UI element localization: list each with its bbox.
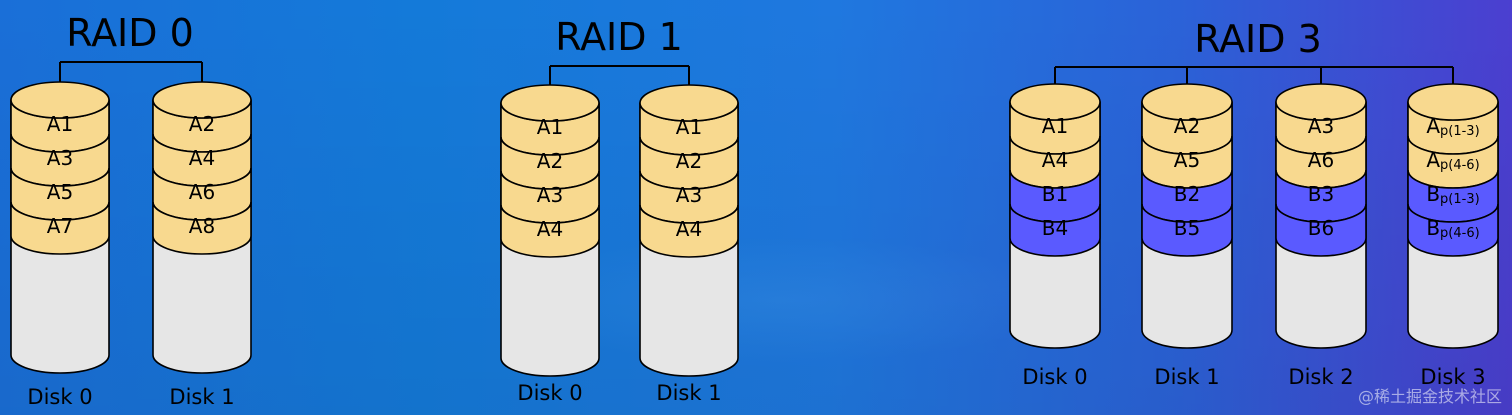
parity-block [1407, 203, 1499, 257]
disk-label: Disk 1 [656, 381, 721, 405]
block-label: B4 [1042, 216, 1068, 240]
data-block [500, 204, 600, 258]
disk-top-cap [500, 84, 600, 122]
raid-3-title: RAID 3 [1194, 17, 1322, 61]
block-label: A2 [189, 112, 215, 136]
block-label: B6 [1308, 216, 1334, 240]
disk-top-cap [1141, 83, 1233, 121]
block-label: A5 [47, 180, 73, 204]
block-label: A6 [1308, 148, 1334, 172]
block-label: B1 [1042, 182, 1068, 206]
block-label: Bp(4-6) [1426, 216, 1479, 241]
parity-block [1141, 203, 1233, 257]
block-label: A8 [189, 214, 215, 238]
bracket-connector [549, 65, 690, 89]
block-label: A2 [537, 149, 563, 173]
block-label: A2 [676, 149, 702, 173]
disk-label: Disk 0 [27, 385, 92, 409]
bracket-connector [1054, 66, 1454, 88]
block-subscript: p(4-6) [1440, 158, 1480, 173]
disk-label: Disk 1 [169, 385, 234, 409]
disk-label: Disk 3 [1420, 365, 1485, 389]
disk-top-cap [639, 84, 739, 122]
raid-0-title: RAID 0 [66, 11, 194, 55]
parity-block [1275, 203, 1367, 257]
block-subscript: p(1-3) [1440, 124, 1480, 139]
block-label: A2 [1174, 114, 1200, 138]
block-label: A7 [47, 214, 73, 238]
disk-top-cap [1275, 83, 1367, 121]
disk-label: Disk 0 [517, 381, 582, 405]
raid-1-title: RAID 1 [555, 15, 683, 59]
disk-top-cap [1407, 83, 1499, 121]
disk-top-cap [152, 81, 252, 119]
disk-cylinder: Ap(1-3) Ap(4-6) Bp(1-3) Bp(4-6) [1407, 83, 1499, 349]
data-block [10, 201, 110, 255]
watermark: @稀土掘金技术社区 [1357, 387, 1502, 406]
block-label: A1 [537, 115, 563, 139]
block-subscript: p(4-6) [1440, 226, 1480, 241]
block-label: A6 [189, 180, 215, 204]
data-block [152, 201, 252, 255]
disk-label: Disk 0 [1022, 365, 1087, 389]
block-label: A4 [1042, 148, 1068, 172]
block-label: A1 [676, 115, 702, 139]
block-label: B5 [1174, 216, 1200, 240]
block-label: B2 [1174, 182, 1200, 206]
block-label: Bp(1-3) [1426, 182, 1479, 207]
data-block [639, 204, 739, 258]
block-label: A3 [47, 146, 73, 170]
disk-top-cap [10, 81, 110, 119]
block-label: Ap(1-3) [1426, 114, 1479, 139]
disk-top-cap [1009, 83, 1101, 121]
block-label: A4 [676, 217, 702, 241]
block-subscript: p(1-3) [1440, 192, 1480, 207]
block-label: A3 [1308, 114, 1334, 138]
block-label: A4 [189, 146, 215, 170]
block-label: B3 [1308, 182, 1334, 206]
block-label: A1 [1042, 114, 1068, 138]
block-label: A1 [47, 112, 73, 136]
block-label: A4 [537, 217, 563, 241]
block-label: A3 [676, 183, 702, 207]
block-label: A3 [537, 183, 563, 207]
block-label: Ap(4-6) [1426, 148, 1479, 173]
disk-label: Disk 1 [1154, 365, 1219, 389]
block-label: A5 [1174, 148, 1200, 172]
disk-label: Disk 2 [1288, 365, 1353, 389]
parity-block [1009, 203, 1101, 257]
bracket-connector [59, 61, 203, 86]
